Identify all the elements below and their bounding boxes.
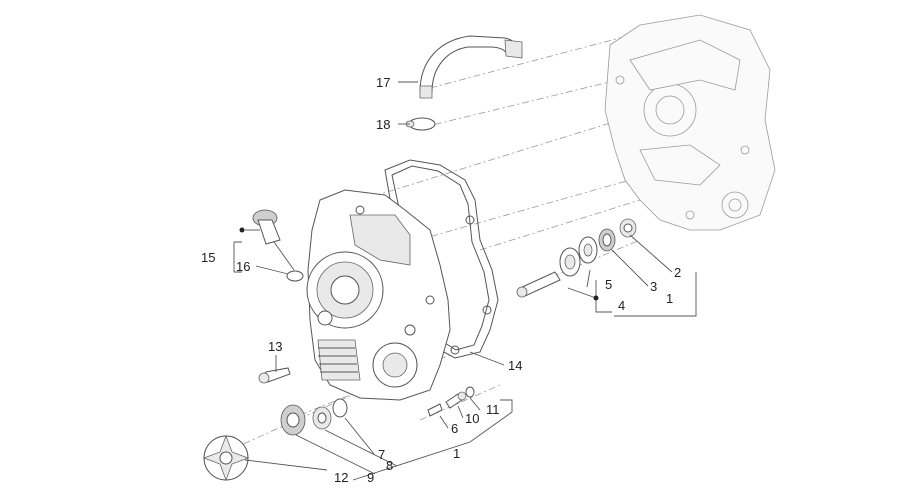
callout-10: 10 bbox=[465, 411, 479, 426]
callout-18: 18 bbox=[376, 117, 390, 132]
bearing-outer bbox=[578, 236, 598, 264]
callout-numbers: 17 18 15 16 13 14 2 3 5 4 1 6 10 11 1 7 … bbox=[201, 75, 681, 485]
breather-hose bbox=[419, 35, 523, 99]
callout-9: 9 bbox=[367, 470, 374, 485]
bolt bbox=[258, 367, 291, 384]
pump-impeller bbox=[202, 434, 250, 482]
callout-7: 7 bbox=[378, 447, 385, 462]
callout-14: 14 bbox=[508, 358, 522, 373]
callout-6: 6 bbox=[451, 421, 458, 436]
leader-lines bbox=[233, 81, 697, 481]
callout-1-upper: 1 bbox=[666, 291, 673, 306]
callout-8: 8 bbox=[386, 458, 393, 473]
drain-screw bbox=[445, 391, 467, 409]
sealing-washer bbox=[465, 386, 475, 398]
crankcase-half bbox=[604, 14, 776, 231]
callout-1-lower: 1 bbox=[453, 446, 460, 461]
bearing-inner bbox=[559, 247, 581, 277]
drive-gear bbox=[619, 218, 637, 238]
callout-3: 3 bbox=[650, 279, 657, 294]
callout-11: 11 bbox=[486, 402, 500, 417]
pump-o-ring bbox=[332, 398, 348, 418]
callout-16: 16 bbox=[236, 259, 250, 274]
callout-13: 13 bbox=[268, 339, 282, 354]
side-cover bbox=[306, 189, 451, 401]
pump-shaft bbox=[516, 271, 561, 298]
bullet-dot bbox=[239, 227, 245, 233]
oil-seal bbox=[598, 228, 616, 252]
callout-2: 2 bbox=[674, 265, 681, 280]
mechanical-seal bbox=[280, 404, 306, 436]
hose-clamp bbox=[405, 117, 436, 131]
callout-5: 5 bbox=[605, 277, 612, 292]
pump-spacer bbox=[312, 406, 332, 430]
callout-12: 12 bbox=[334, 470, 348, 485]
oil-dipstick bbox=[252, 209, 295, 271]
dipstick-o-ring bbox=[286, 270, 304, 282]
callout-15: 15 bbox=[201, 250, 215, 265]
callout-4: 4 bbox=[618, 298, 625, 313]
callout-17: 17 bbox=[376, 75, 390, 90]
bullet-dot bbox=[593, 295, 599, 301]
dowel-pin bbox=[427, 403, 443, 417]
